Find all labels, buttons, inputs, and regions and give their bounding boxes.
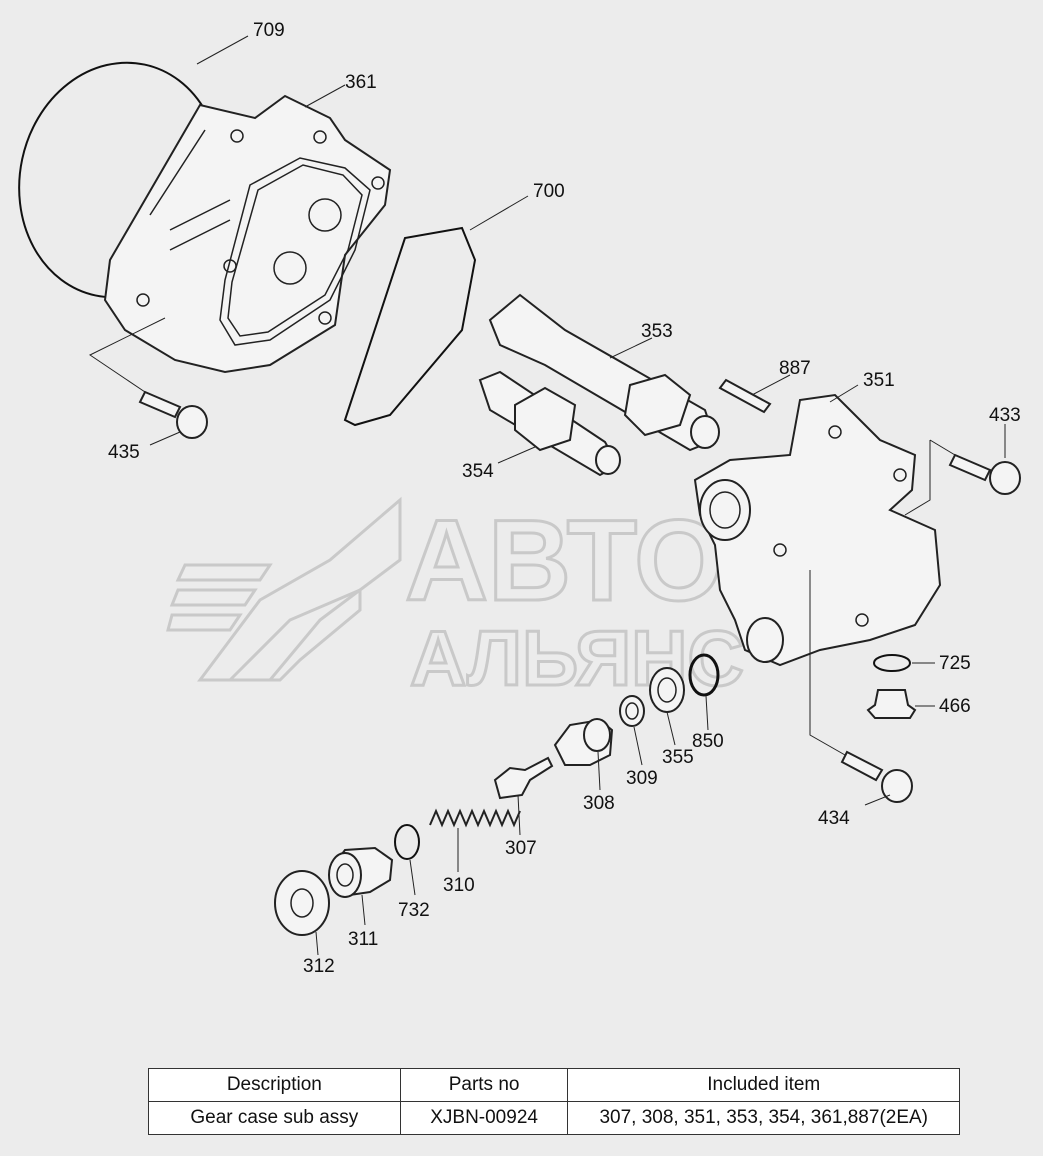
callout-887: 887	[779, 358, 811, 379]
header-included-item: Included item	[567, 1068, 960, 1102]
callout-850: 850	[692, 731, 724, 752]
cell-included-item: 307, 308, 351, 353, 354, 361,887(2EA)	[567, 1101, 960, 1135]
part-354-gear-shaft	[478, 370, 621, 477]
part-732-oring	[394, 824, 420, 860]
part-351-gear-case	[693, 393, 942, 667]
callout-308: 308	[583, 793, 615, 814]
header-description: Description	[148, 1068, 401, 1102]
parts-table: Description Parts no Included item Gear …	[148, 1068, 960, 1135]
watermark-logo	[166, 496, 402, 682]
part-435-bolt	[138, 390, 208, 439]
leader-lines	[89, 35, 1006, 956]
callout-725: 725	[939, 653, 971, 674]
callout-354: 354	[462, 461, 494, 482]
callout-732: 732	[398, 900, 430, 921]
part-361-housing	[103, 94, 392, 374]
callout-355: 355	[662, 747, 694, 768]
part-353-gear-shaft	[488, 293, 720, 452]
part-434-bolt	[840, 750, 913, 803]
table-row: Gear case sub assy XJBN-00924 307, 308, …	[148, 1101, 960, 1135]
part-307-plunger	[493, 756, 554, 800]
part-309-ring	[619, 695, 645, 727]
part-700-gasket	[343, 226, 477, 427]
part-310-spring	[429, 808, 521, 828]
callout-709: 709	[253, 20, 285, 41]
callout-435: 435	[108, 442, 140, 463]
part-311-adjust-screw	[328, 846, 394, 898]
exploded-parts-diagram: АВТО АЛЬЯНС	[18, 20, 1021, 977]
callout-353: 353	[641, 321, 673, 342]
callout-labels: 709 361 700 353 887 351 433 354 435 725 …	[108, 20, 1021, 977]
part-887-pin	[718, 378, 772, 414]
watermark-line1: АВТО	[405, 497, 724, 625]
part-312-nut	[274, 870, 330, 936]
watermark-line2: АЛЬЯНС	[410, 614, 744, 702]
callout-312: 312	[303, 956, 335, 977]
table-header-row: Description Parts no Included item	[148, 1068, 960, 1102]
callout-307: 307	[505, 838, 537, 859]
cell-description: Gear case sub assy	[148, 1101, 401, 1135]
callout-311: 311	[348, 929, 378, 950]
part-355-bearing	[649, 667, 685, 713]
part-466-plug	[866, 689, 917, 719]
callout-351: 351	[863, 370, 895, 391]
callout-310: 310	[443, 875, 475, 896]
header-parts-no: Parts no	[399, 1068, 569, 1102]
part-433-bolt	[948, 453, 1021, 495]
part-725-oring	[873, 654, 911, 672]
cell-parts-no: XJBN-00924	[399, 1101, 569, 1135]
callout-466: 466	[939, 696, 971, 717]
part-850-snap-ring	[688, 653, 720, 697]
callout-361: 361	[345, 72, 377, 93]
part-308-sleeve	[553, 718, 614, 766]
callout-434: 434	[818, 808, 850, 829]
callout-700: 700	[533, 181, 565, 202]
callout-433: 433	[989, 405, 1021, 426]
callout-309: 309	[626, 768, 658, 789]
